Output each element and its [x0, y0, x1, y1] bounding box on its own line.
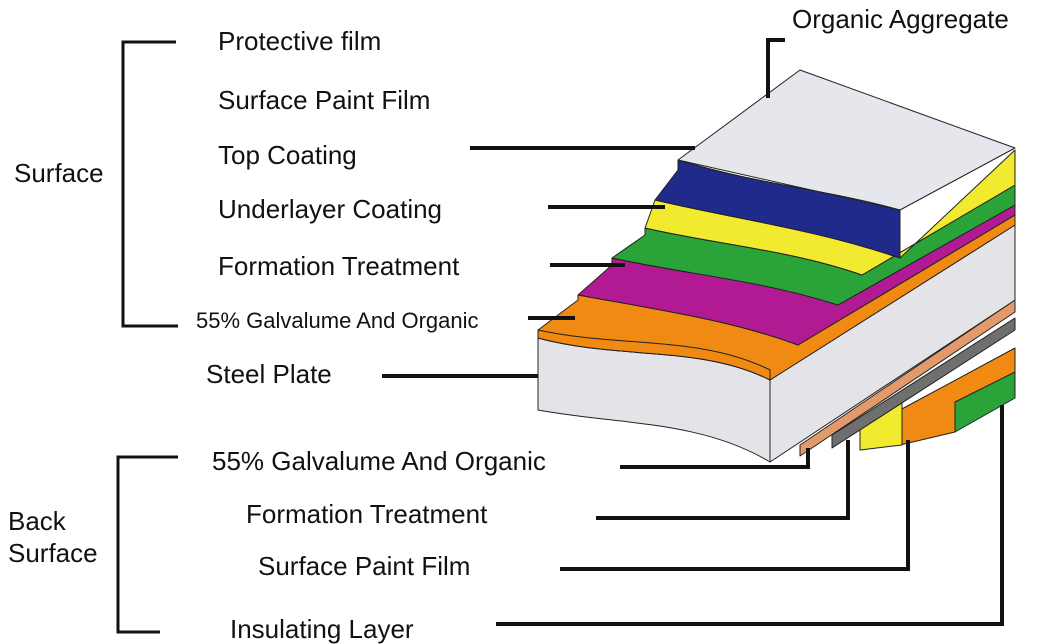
surface-bracket: [121, 40, 178, 328]
leader-lines: [382, 38, 1004, 626]
back-group-label-line2: Surface: [8, 538, 98, 568]
galvalume-organic-label: 55% Galvalume And Organic: [196, 308, 479, 333]
back-group-label-line1: Back: [8, 506, 67, 536]
galvalume-front-edge: [537, 329, 771, 381]
leader-back-formation: [596, 440, 850, 520]
leader-insulating: [496, 405, 1004, 626]
formation-treatment-label: Formation Treatment: [218, 251, 460, 281]
insulating-layer-label: Insulating Layer: [230, 614, 414, 644]
underlayer-coating-label: Underlayer Coating: [218, 194, 442, 224]
leader-back-galvalume: [620, 448, 810, 469]
back-gray-strip: [831, 317, 1016, 449]
surface-group-label: Surface: [14, 158, 104, 188]
steel-plate-label: Steel Plate: [206, 359, 332, 389]
leader-organic-aggregate: [766, 38, 785, 98]
leader-back-paint: [560, 440, 910, 571]
back-formation-label: Formation Treatment: [246, 499, 488, 529]
back-surface-bracket: [116, 455, 178, 634]
back-galvalume-label: 55% Galvalume And Organic: [212, 446, 546, 476]
back-paint-film-label: Surface Paint Film: [258, 551, 470, 581]
back-copper-strip: [799, 299, 1016, 457]
layer-stack-illustration: [537, 69, 1016, 463]
top-coating-label: Top Coating: [218, 140, 357, 170]
surface-paint-film-label: Surface Paint Film: [218, 85, 430, 115]
organic-aggregate-label: Organic Aggregate: [792, 4, 1009, 34]
protective-film-curl: [677, 159, 901, 211]
protective-film-label: Protective film: [218, 26, 381, 56]
